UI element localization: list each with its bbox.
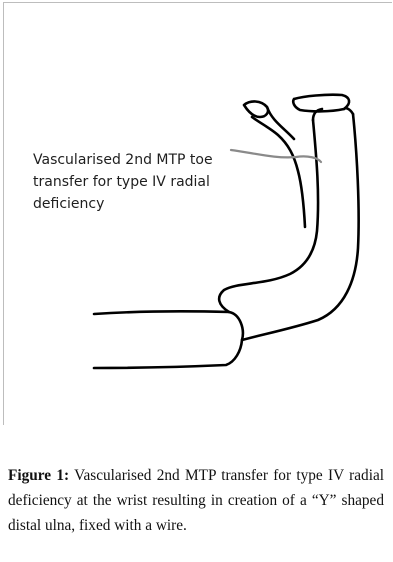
toe-transfer-piece [244,101,268,117]
toe-transfer-right-edge [267,107,294,139]
figure-panel: Vascularised 2nd MTP toe transfer for ty… [3,2,392,425]
toe-transfer-shaft [252,117,305,227]
caption-label: Figure 1: [8,467,69,484]
figure-annotation-label: Vascularised 2nd MTP toe transfer for ty… [33,149,248,215]
forearm-bone-outline [94,311,243,368]
figure-caption: Figure 1: Vascularised 2nd MTP transfer … [8,463,384,538]
ulna-outer-border [242,114,359,340]
